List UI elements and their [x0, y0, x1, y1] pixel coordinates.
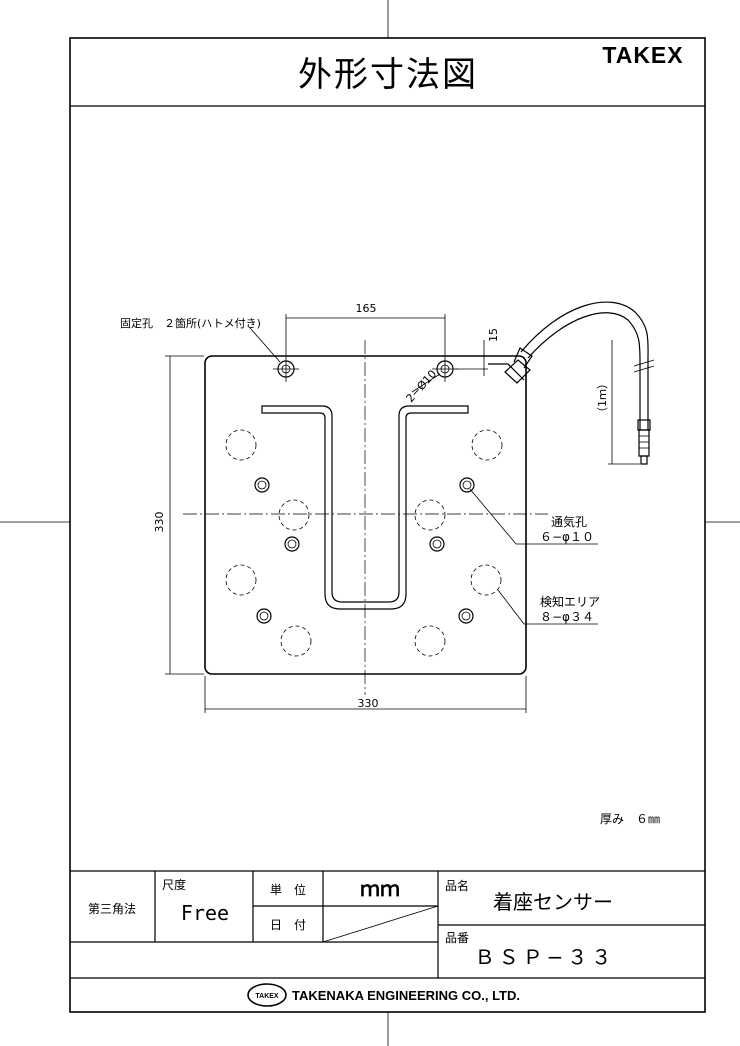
company-logo-text: TAKEX — [255, 993, 279, 1000]
page-title: 外形寸法図 — [298, 55, 478, 95]
title-block — [70, 870, 705, 979]
sensing-area-label: 検知エリア — [540, 595, 600, 609]
vent-hole-spec: ６−φ１０ — [540, 530, 594, 544]
dimension-lines — [165, 314, 640, 713]
sensing-area-spec: ８−φ３４ — [540, 610, 594, 624]
sensing-element-outline — [261, 405, 469, 610]
dim-top-165: 165 — [356, 302, 377, 315]
fixing-holes — [273, 356, 458, 382]
unit-label: 単 位 — [270, 882, 306, 897]
sheet-frame — [69, 37, 706, 1013]
date-label: 日 付 — [270, 918, 306, 932]
projection-method: 第三角法 — [88, 902, 136, 916]
sensor-plate — [204, 355, 527, 675]
fixing-holes-label: 固定孔 ２箇所(ハトメ付き) — [120, 316, 261, 330]
company-name: TAKENAKA ENGINEERING CO., LTD. — [292, 988, 520, 1003]
cable-length-label: （1ｍ） — [596, 378, 609, 418]
scale-value: Free — [181, 901, 229, 925]
product-name-label: 品名 — [445, 878, 469, 893]
vent-holes — [254, 477, 475, 624]
product-number: ＢＳＰ−３３ — [475, 945, 616, 969]
dim-height-330: 330 — [153, 512, 166, 533]
unit-value: ｍｍ — [360, 877, 400, 901]
thickness-note: 厚み ６㎜ — [600, 812, 660, 826]
scale-label: 尺度 — [162, 877, 186, 892]
dim-hole-diameter: 2−Ø10 — [404, 367, 440, 405]
brand-logo: TAKEX — [602, 42, 683, 68]
sensor-cable — [504, 301, 655, 465]
dim-hole-offset-15: 15 — [487, 328, 500, 342]
dim-width-330: 330 — [358, 697, 379, 710]
company-logo: TAKEX — [247, 983, 287, 1007]
vent-hole-label: 通気孔 — [551, 514, 587, 529]
product-number-label: 品番 — [445, 931, 469, 945]
sensing-areas — [225, 429, 503, 657]
product-name: 着座センサー — [493, 890, 613, 914]
